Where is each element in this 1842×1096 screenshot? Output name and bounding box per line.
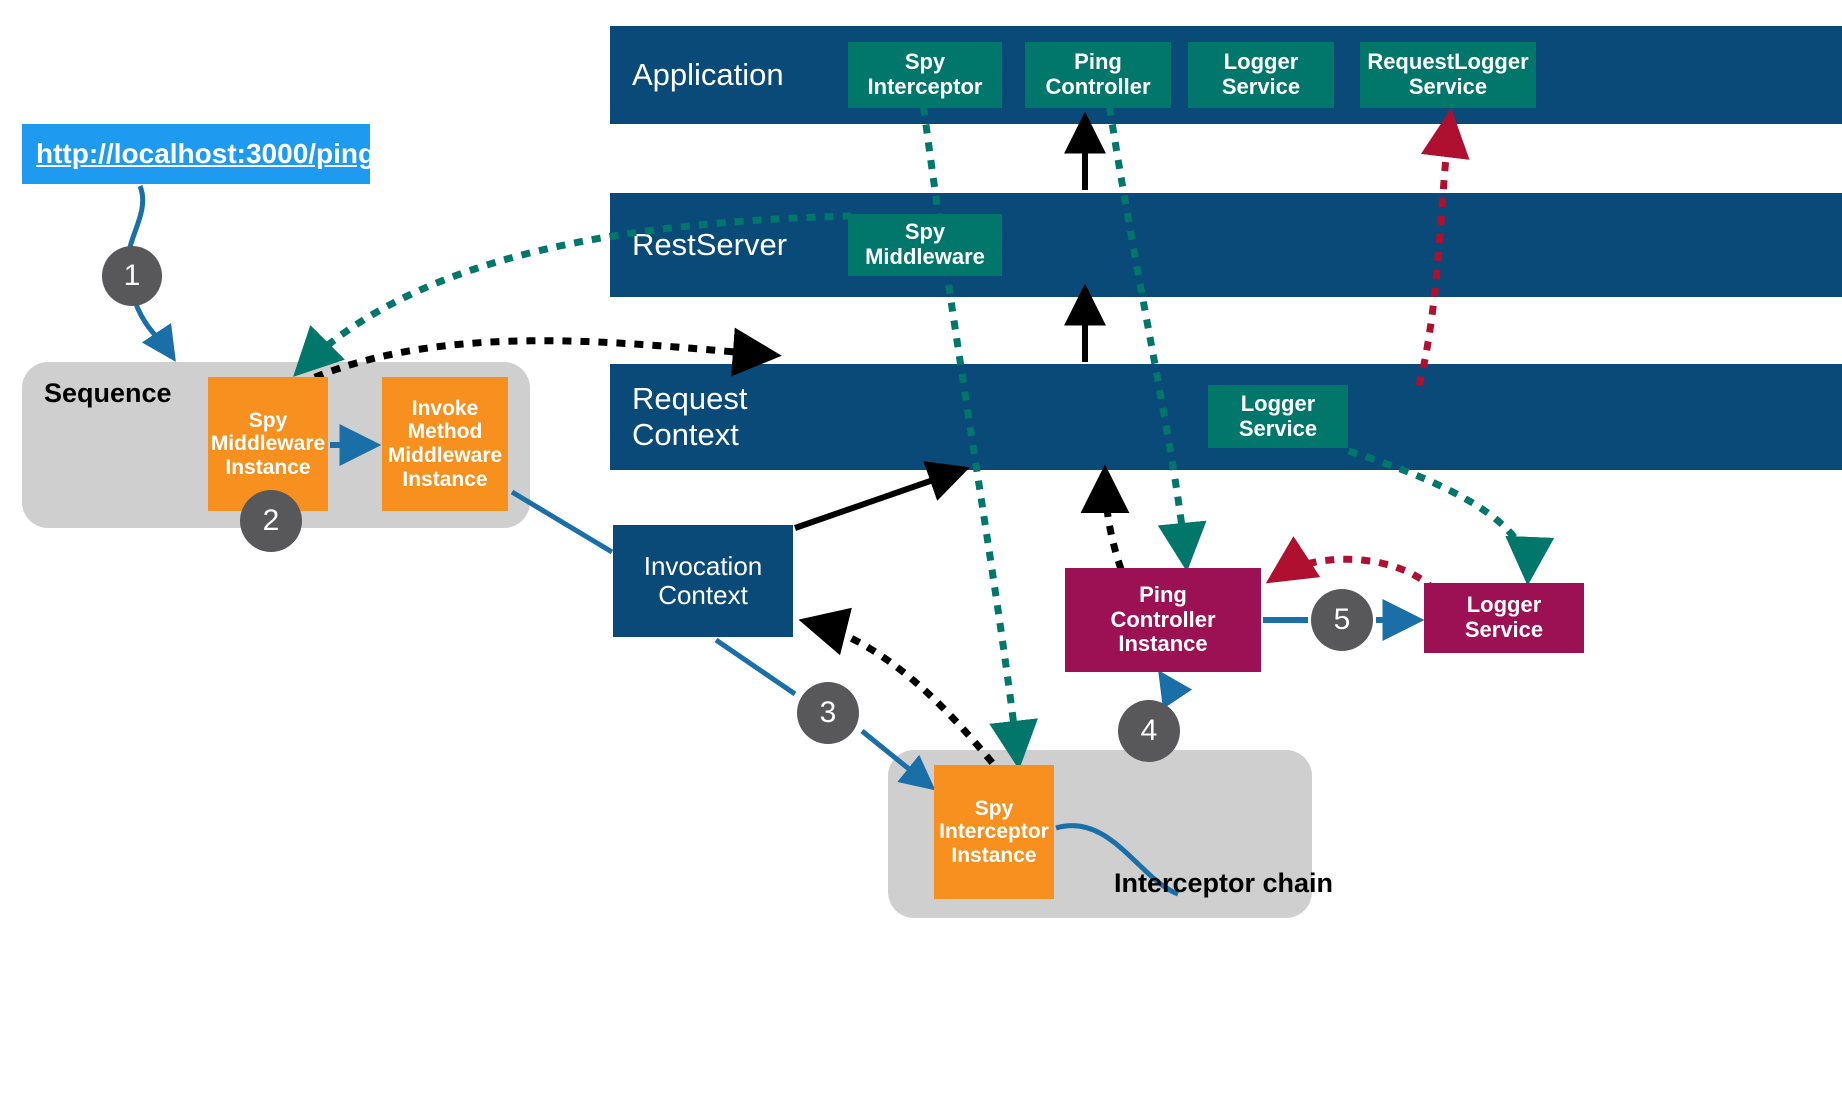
step-badge-1: 1 [102, 246, 162, 306]
step-badge-2: 2 [240, 490, 302, 552]
edge-ping-controller-to-request-context [1080, 464, 1130, 571]
group-interceptor-chain-label: Interceptor chain [1114, 868, 1334, 898]
layer-restserver: RestServer [610, 193, 1842, 297]
edge-invocation-to-spy-interceptor-a [714, 637, 797, 697]
group-sequence-label: Sequence [44, 378, 172, 408]
layer-application-title: Application [632, 57, 784, 93]
step-badge-3: 3 [797, 682, 859, 744]
edge-logger-to-ping-controller [1265, 536, 1437, 593]
step-badge-5: 5 [1311, 589, 1373, 651]
edge-logger-service-binding [1347, 447, 1555, 586]
request-url-label: http://localhost:3000/ping [36, 138, 376, 170]
edge-url-to-sequence-b [133, 303, 176, 362]
layer-restserver-title: RestServer [632, 227, 788, 263]
step-badge-4: 4 [1118, 700, 1180, 762]
edge-invocation-to-request-context [794, 461, 970, 531]
edge-spy-interceptor-to-ping-controller-b [1158, 670, 1193, 710]
request-url-box[interactable]: http://localhost:3000/ping [22, 124, 375, 184]
edge-ping-controller-binding [1105, 105, 1207, 572]
